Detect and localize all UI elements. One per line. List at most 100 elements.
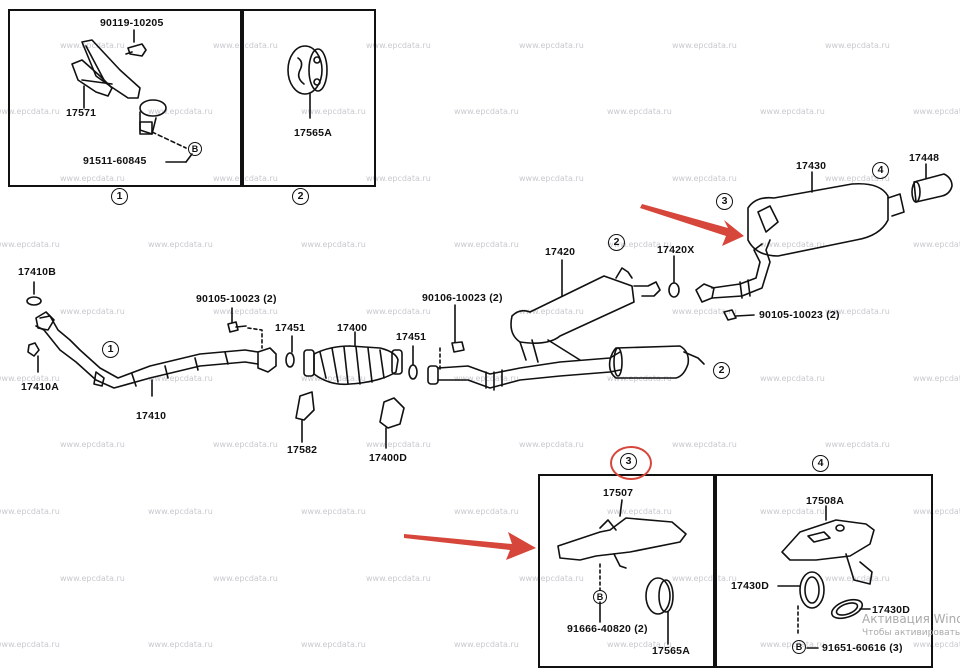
watermark-text: www.epcdata.ru (213, 440, 278, 449)
front-pipe-17410-drawing (35, 311, 277, 397)
inset-2-marker: 2 (292, 188, 309, 205)
watermark-text: www.epcdata.ru (301, 240, 366, 249)
watermark-text: www.epcdata.ru (607, 240, 672, 249)
watermark-text: www.epcdata.ru (301, 507, 366, 516)
part-label-17582: 17582 (287, 444, 318, 456)
watermark-text: www.epcdata.ru (825, 574, 890, 583)
annotation-arrows (404, 204, 744, 560)
part-label-17420X: 17420X (657, 244, 695, 256)
watermark-text: www.epcdata.ru (366, 41, 431, 50)
watermark-text: www.epcdata.ru (0, 507, 60, 516)
watermark-text: www.epcdata.ru (366, 440, 431, 449)
watermark-text: www.epcdata.ru (672, 174, 737, 183)
part-label-17507: 17507 (603, 487, 634, 499)
gasket-17430D-left-drawing (799, 571, 825, 609)
part-label-91651-60616: 91651-60616 (3) (822, 642, 903, 654)
watermark-text: www.epcdata.ru (301, 374, 366, 383)
tail-tip-17448-drawing (911, 163, 953, 203)
part-label-17451-a: 17451 (275, 322, 306, 334)
watermark-text: www.epcdata.ru (60, 174, 125, 183)
watermark-text: www.epcdata.ru (366, 574, 431, 583)
watermark-text: www.epcdata.ru (825, 174, 890, 183)
watermark-text: www.epcdata.ru (519, 574, 584, 583)
gasket-17451-b-drawing (408, 364, 418, 380)
bracket-17571-drawing (71, 39, 141, 109)
part-label-17410A: 17410A (21, 381, 59, 393)
inset-3-highlight-ring (610, 446, 652, 480)
watermark-text: www.epcdata.ru (60, 574, 125, 583)
part-label-17410: 17410 (136, 410, 167, 422)
inset-1-box (8, 9, 244, 187)
bolt-90119-drawing (125, 29, 147, 57)
watermark-text: www.epcdata.ru (760, 107, 825, 116)
heat-shield-17582-drawing (295, 391, 315, 443)
center-pipe-17420-drawing (427, 259, 705, 391)
callout-2-lower: 2 (713, 362, 730, 379)
hanger-17565A-inset3-drawing (645, 577, 674, 645)
part-label-17420: 17420 (545, 246, 576, 258)
gasket-17410B-drawing (26, 296, 42, 306)
watermark-text: www.epcdata.ru (148, 240, 213, 249)
watermark-text: www.epcdata.ru (454, 507, 519, 516)
callout-1: 1 (102, 341, 119, 358)
bolt-90106-center-drawing (439, 304, 465, 373)
watermark-text: www.epcdata.ru (760, 374, 825, 383)
watermark-text: www.epcdata.ru (148, 507, 213, 516)
converter-17400-drawing (303, 331, 403, 386)
watermark-text: www.epcdata.ru (148, 107, 213, 116)
clamp-drawing (139, 99, 187, 149)
gasket-17420X-drawing (668, 282, 680, 298)
part-label-17430D-left: 17430D (731, 580, 769, 592)
watermark-text: www.epcdata.ru (760, 507, 825, 516)
watermark-text: www.epcdata.ru (607, 640, 672, 649)
watermark-text: www.epcdata.ru (913, 374, 960, 383)
watermark-text: www.epcdata.ru (519, 41, 584, 50)
watermark-text: www.epcdata.ru (519, 174, 584, 183)
watermark-text: www.epcdata.ru (366, 174, 431, 183)
watermark-text: www.epcdata.ru (825, 440, 890, 449)
part-label-90119-10205: 90119-10205 (100, 17, 164, 29)
part-label-17571: 17571 (66, 107, 97, 119)
part-label-91511-60845: 91511-60845 (83, 155, 147, 167)
part-label-90105-10023-front: 90105-10023 (2) (196, 293, 277, 305)
bolt-90105-rear-drawing (723, 309, 755, 321)
watermark-text: www.epcdata.ru (672, 440, 737, 449)
red-arrow-to-inset-3 (404, 532, 536, 560)
watermark-text: www.epcdata.ru (60, 440, 125, 449)
watermark-text: www.epcdata.ru (366, 307, 431, 316)
gasket-17410A-drawing (27, 342, 40, 357)
watermark-text: www.epcdata.ru (0, 107, 60, 116)
callout-3: 3 (716, 193, 733, 210)
ref-b-inset3: B (593, 590, 607, 604)
ref-b-inset1: B (188, 142, 202, 156)
inset-3-box (538, 474, 717, 668)
watermark-text: www.epcdata.ru (672, 41, 737, 50)
watermark-text: www.epcdata.ru (913, 640, 960, 649)
watermark-text: www.epcdata.ru (60, 307, 125, 316)
watermark-text: www.epcdata.ru (607, 507, 672, 516)
windows-activation-title: Активация Wind (862, 612, 960, 626)
bracket-17507-drawing (557, 499, 687, 623)
part-label-17430: 17430 (796, 160, 827, 172)
watermark-text: www.epcdata.ru (454, 107, 519, 116)
watermark-text: www.epcdata.ru (913, 107, 960, 116)
windows-activation-subtitle: Чтобы активировать (862, 628, 960, 638)
watermark-text: www.epcdata.ru (60, 41, 125, 50)
inset-4-box (713, 474, 933, 668)
bolt-90105-front-drawing (227, 307, 263, 349)
watermark-text: www.epcdata.ru (0, 640, 60, 649)
part-label-17400: 17400 (337, 322, 368, 334)
inset-4-marker: 4 (812, 455, 829, 472)
tail-pipe-17430-drawing (695, 171, 905, 303)
watermark-text: www.epcdata.ru (301, 107, 366, 116)
watermark-text: www.epcdata.ru (607, 107, 672, 116)
part-label-17448: 17448 (909, 152, 940, 164)
watermark-text: www.epcdata.ru (454, 640, 519, 649)
watermark-text: www.epcdata.ru (454, 240, 519, 249)
watermark-text: www.epcdata.ru (672, 574, 737, 583)
part-label-17565A: 17565A (294, 127, 332, 139)
watermark-text: www.epcdata.ru (672, 307, 737, 316)
part-label-17430D-right: 17430D (872, 604, 910, 616)
watermark-text: www.epcdata.ru (148, 640, 213, 649)
